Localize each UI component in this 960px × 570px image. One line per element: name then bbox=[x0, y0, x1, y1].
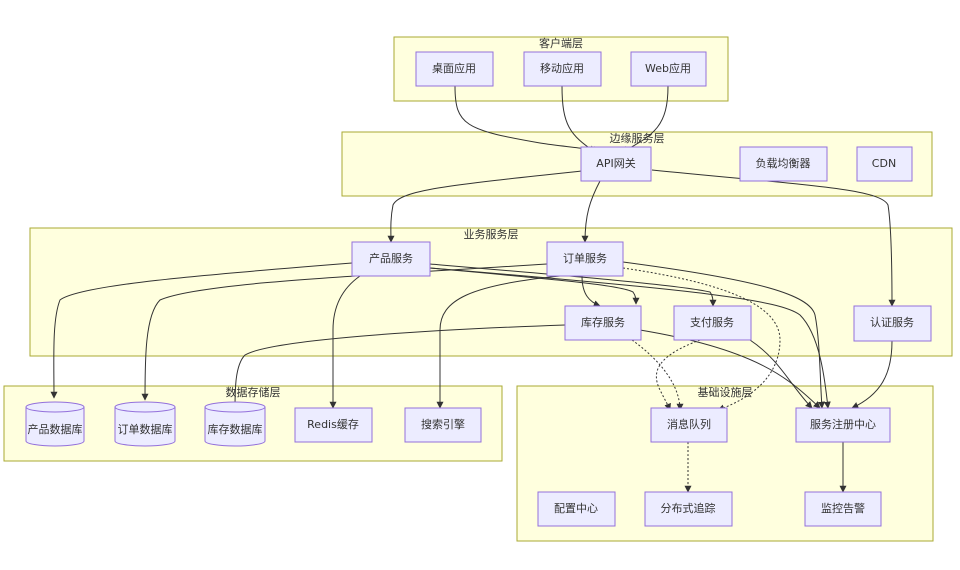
edge-payment-mq bbox=[655, 339, 701, 411]
node-order-db[interactable]: 订单数据库 bbox=[114, 401, 176, 447]
node-inventory-db-label: 库存数据库 bbox=[208, 422, 263, 436]
node-distributed-tracing-label: 分布式追踪 bbox=[661, 501, 716, 515]
cluster-client-label: 客户端层 bbox=[539, 36, 583, 50]
node-api-gateway[interactable]: API网关 bbox=[580, 146, 652, 182]
node-service-registry-label: 服务注册中心 bbox=[810, 417, 876, 431]
cluster-edge-layer: 边缘服务层 bbox=[341, 131, 933, 197]
node-search-engine[interactable]: 搜索引擎 bbox=[404, 407, 482, 443]
node-desktop-app-label: 桌面应用 bbox=[432, 61, 476, 75]
node-cdn[interactable]: CDN bbox=[856, 146, 913, 182]
edge-order-search bbox=[436, 275, 561, 409]
edge-inventory-inventorydb bbox=[231, 324, 566, 411]
node-api-gateway-label: API网关 bbox=[596, 156, 635, 170]
node-redis-cache[interactable]: Redis缓存 bbox=[294, 407, 373, 443]
node-web-app-label: Web应用 bbox=[645, 61, 691, 75]
node-redis-cache-label: Redis缓存 bbox=[307, 417, 359, 431]
node-search-engine-label: 搜索引擎 bbox=[421, 417, 465, 431]
node-load-balancer[interactable]: 负载均衡器 bbox=[739, 146, 828, 182]
cluster-business-label: 业务服务层 bbox=[464, 228, 519, 241]
edge-order-inventory bbox=[581, 275, 601, 307]
node-config-center[interactable]: 配置中心 bbox=[537, 491, 616, 527]
edge-product-productdb bbox=[50, 262, 353, 399]
edge-inventory-mq bbox=[631, 339, 684, 411]
edge-product-redis bbox=[329, 275, 361, 409]
node-auth-service[interactable]: 认证服务 bbox=[853, 305, 932, 342]
node-order-db-label: 订单数据库 bbox=[118, 422, 173, 436]
edge-auth-registry bbox=[851, 340, 893, 409]
edge-gateway-order bbox=[581, 180, 601, 243]
node-order-service-label: 订单服务 bbox=[563, 252, 607, 265]
node-inventory-db[interactable]: 库存数据库 bbox=[204, 401, 266, 447]
node-monitoring-alert[interactable]: 监控告警 bbox=[804, 491, 882, 527]
node-product-service-label: 产品服务 bbox=[369, 251, 413, 265]
node-message-queue-label: 消息队列 bbox=[667, 417, 711, 431]
node-product-db-label: 产品数据库 bbox=[28, 422, 83, 436]
node-inventory-service[interactable]: 库存服务 bbox=[564, 305, 642, 341]
edge-product-registry bbox=[429, 267, 831, 409]
node-order-service[interactable]: 订单服务 bbox=[546, 241, 624, 277]
edge-gateway-product bbox=[387, 170, 583, 243]
node-payment-service[interactable]: 支付服务 bbox=[673, 305, 752, 341]
edge-payment-registry bbox=[749, 339, 813, 409]
cluster-business-layer: 业务服务层 bbox=[29, 227, 953, 357]
node-desktop-app[interactable]: 桌面应用 bbox=[415, 51, 494, 87]
node-service-registry[interactable]: 服务注册中心 bbox=[795, 407, 891, 443]
node-product-db[interactable]: 产品数据库 bbox=[25, 401, 85, 447]
node-cdn-label: CDN bbox=[872, 157, 896, 170]
node-product-service[interactable]: 产品服务 bbox=[351, 241, 431, 277]
node-load-balancer-label: 负载均衡器 bbox=[756, 156, 811, 170]
node-mobile-app-label: 移动应用 bbox=[540, 61, 584, 75]
node-distributed-tracing[interactable]: 分布式追踪 bbox=[644, 491, 733, 527]
node-auth-service-label: 认证服务 bbox=[870, 316, 914, 329]
edge-product-payment bbox=[429, 263, 717, 307]
node-web-app[interactable]: Web应用 bbox=[630, 51, 707, 87]
node-config-center-label: 配置中心 bbox=[554, 502, 598, 515]
node-monitoring-alert-label: 监控告警 bbox=[821, 501, 865, 515]
cluster-infra-label: 基础设施层 bbox=[698, 386, 753, 399]
cluster-storage-label: 数据存储层 bbox=[226, 385, 281, 399]
cluster-edge-label: 边缘服务层 bbox=[610, 132, 665, 145]
node-inventory-service-label: 库存服务 bbox=[581, 315, 625, 329]
node-message-queue[interactable]: 消息队列 bbox=[650, 407, 728, 443]
node-payment-service-label: 支付服务 bbox=[690, 316, 734, 329]
edges bbox=[50, 85, 896, 493]
edge-order-registry bbox=[622, 261, 826, 409]
edge-order-product-loop bbox=[429, 267, 640, 305]
node-mobile-app[interactable]: 移动应用 bbox=[523, 51, 602, 87]
edge-order-mq bbox=[622, 267, 781, 412]
